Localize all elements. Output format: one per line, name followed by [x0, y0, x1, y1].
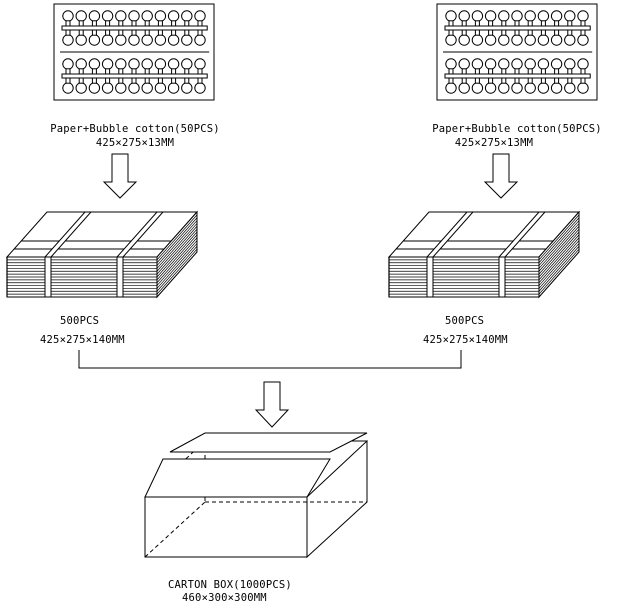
left-stack	[5, 210, 199, 299]
tray-rib	[61, 73, 208, 79]
right-tray-bubble-cells	[443, 10, 593, 94]
left-tray	[53, 3, 215, 101]
right-tray	[436, 3, 598, 101]
right-tray-size: 425×275×13MM	[455, 137, 533, 149]
left-stack-count: 500PCS	[60, 315, 99, 327]
center-down-arrow-icon	[254, 381, 290, 428]
strap	[498, 256, 506, 298]
left-tray-size: 425×275×13MM	[96, 137, 174, 149]
carton-size: 460×300×300MM	[182, 592, 267, 604]
carton-name: CARTON BOX(1000PCS)	[168, 579, 292, 591]
strap	[44, 256, 52, 298]
right-down-arrow-icon	[483, 153, 519, 199]
carton-box	[144, 432, 368, 559]
right-stack	[387, 210, 581, 299]
left-tray-bubble-cells	[60, 10, 210, 94]
right-tray-name: Paper+Bubble cotton(50PCS)	[432, 123, 602, 135]
left-down-arrow-icon	[102, 153, 138, 199]
tray-rib	[61, 25, 208, 31]
right-stack-size: 425×275×140MM	[423, 334, 508, 346]
combine-bracket	[78, 350, 462, 369]
tray-rib	[444, 25, 591, 31]
carton-front-flap	[144, 458, 331, 498]
carton-back-flap	[169, 432, 368, 453]
right-stack-count: 500PCS	[445, 315, 484, 327]
carton-front-face	[144, 496, 308, 558]
carton-side-face	[306, 439, 368, 559]
strap	[116, 256, 124, 298]
carton-hidden-diagonal	[144, 501, 206, 558]
left-stack-size: 425×275×140MM	[40, 334, 125, 346]
tray-rib	[444, 73, 591, 79]
strap	[426, 256, 434, 298]
left-tray-name: Paper+Bubble cotton(50PCS)	[50, 123, 220, 135]
